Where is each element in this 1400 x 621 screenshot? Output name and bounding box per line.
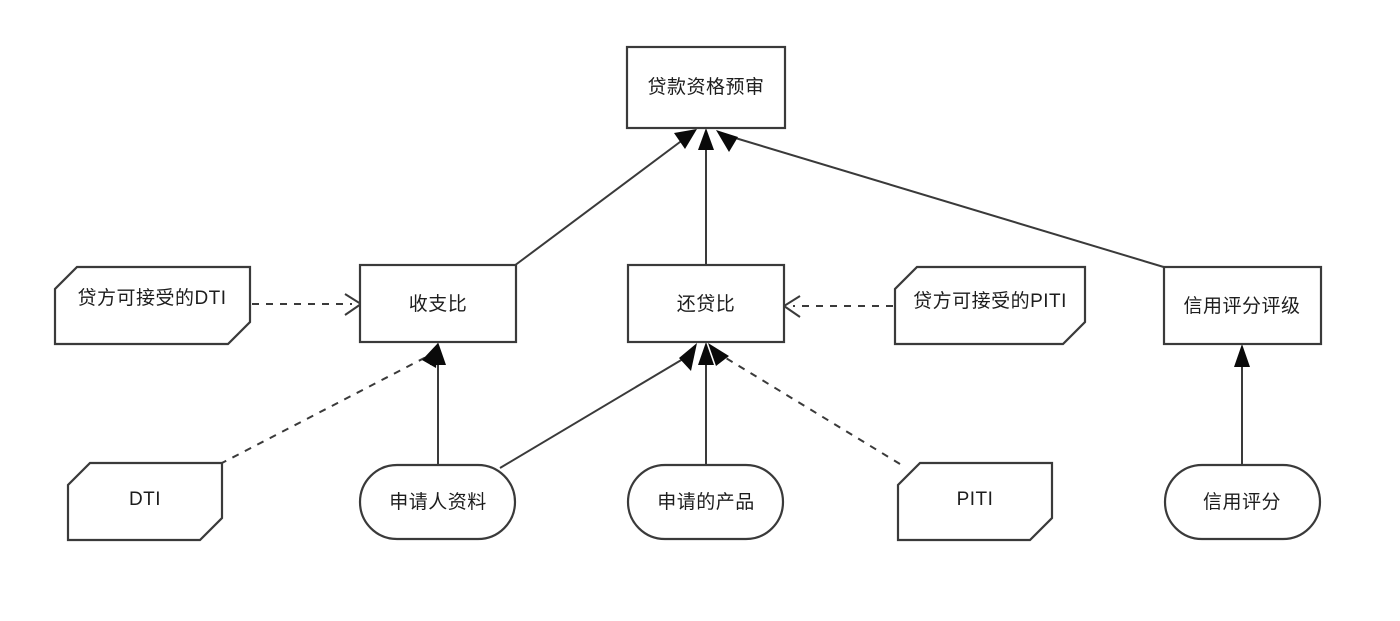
node-loan-eligibility[interactable]: 贷款资格预审	[625, 45, 787, 130]
node-piti[interactable]: PITI	[896, 461, 1054, 542]
edge-dti-to-income-expense	[219, 343, 438, 465]
node-layer: 贷款资格预审 贷方可接受的DTI 收支比 还贷比 贷方可接受的PITI	[53, 45, 1323, 542]
edge-credit-score-to-credit-rating	[1234, 344, 1250, 465]
edge-dti-acceptable-to-income-expense	[252, 293, 363, 316]
node-credit-rating[interactable]: 信用评分评级	[1162, 265, 1323, 346]
edge-applied-product-to-repayment-ratio	[698, 342, 714, 465]
node-label-income-expense: 收支比	[409, 293, 468, 315]
edge-credit-rating-to-loan-eligibility	[716, 130, 1168, 269]
node-label-credit-score: 信用评分	[1203, 491, 1281, 513]
node-credit-score[interactable]: 信用评分	[1163, 463, 1322, 541]
node-label-dti: DTI	[129, 489, 161, 510]
node-label-applicant-data: 申请人资料	[389, 491, 487, 513]
edge-income-expense-to-loan-eligibility	[513, 129, 697, 267]
edge-repayment-ratio-to-loan-eligibility	[698, 128, 714, 265]
node-label-repayment-ratio: 还贷比	[677, 293, 736, 315]
node-label-loan-eligibility: 贷款资格预审	[647, 76, 764, 98]
edge-piti-to-repayment-ratio	[708, 343, 901, 465]
node-label-piti: PITI	[957, 489, 994, 510]
node-label-piti-acceptable: 贷方可接受的PITI	[913, 290, 1067, 312]
node-label-credit-rating: 信用评分评级	[1183, 295, 1300, 317]
node-applied-product[interactable]: 申请的产品	[626, 463, 785, 541]
node-income-expense[interactable]: 收支比	[358, 263, 518, 344]
node-dti[interactable]: DTI	[66, 461, 224, 542]
node-label-dti-acceptable: 贷方可接受的DTI	[77, 287, 226, 309]
edge-piti-acceptable-to-repayment-ratio	[782, 295, 893, 318]
edge-applicant-data-to-income-expense	[430, 342, 446, 465]
edge-layer	[219, 128, 1250, 469]
node-applicant-data[interactable]: 申请人资料	[358, 463, 517, 541]
node-dti-acceptable[interactable]: 贷方可接受的DTI	[53, 265, 252, 346]
node-repayment-ratio[interactable]: 还贷比	[626, 263, 786, 344]
edge-applicant-data-to-repayment-ratio	[499, 343, 697, 469]
node-piti-acceptable[interactable]: 贷方可接受的PITI	[893, 265, 1087, 346]
node-label-applied-product: 申请的产品	[657, 491, 755, 513]
